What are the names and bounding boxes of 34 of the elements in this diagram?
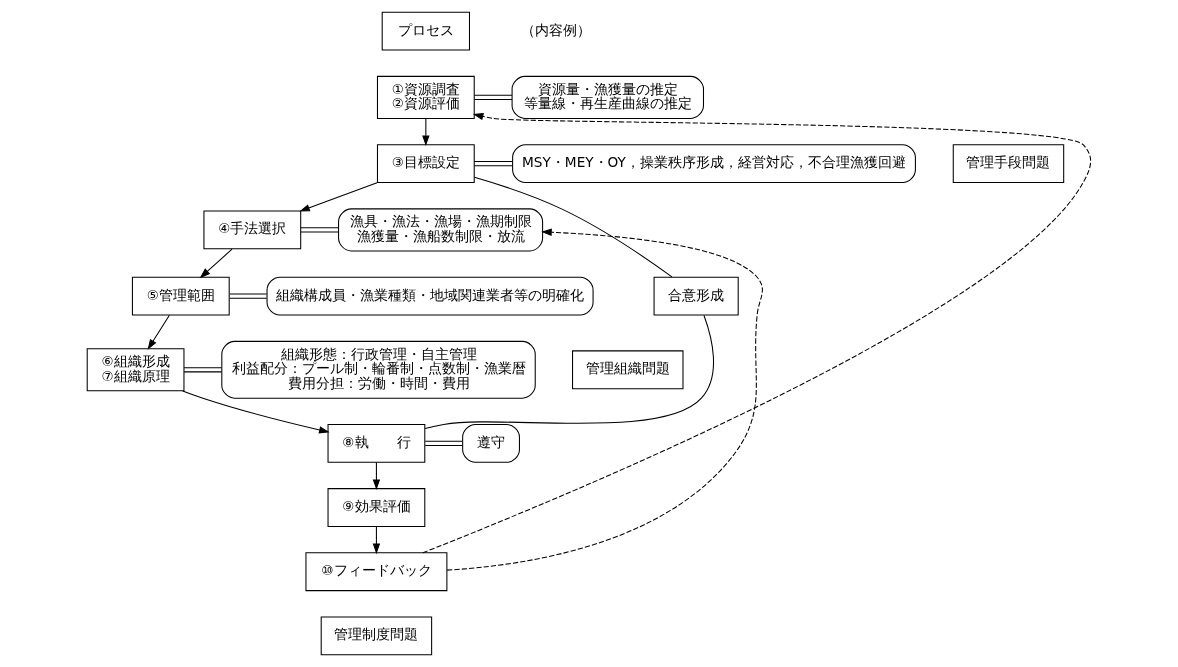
node-box: ⑩フィードバック	[305, 552, 448, 592]
node-box: ④手法選択	[203, 210, 302, 250]
node-box: 管理手段問題	[952, 144, 1065, 184]
node-box: ⑧執 行	[327, 423, 426, 463]
connector	[473, 161, 513, 167]
node-box: 漁具・漁法・漁場・漁期制限 漁獲量・漁船数制限・放流	[338, 208, 544, 252]
connector	[473, 176, 673, 278]
node-box: ①資源調査 ②資源評価	[376, 75, 475, 119]
node-box: MSY・MEY・OY，操業秩序形成，経営対応，不合理漁獲回避	[512, 144, 916, 184]
node-box: 管理組織問題	[572, 350, 684, 390]
node-box: 資源量・漁獲量の推定 等量線・再生産曲線の推定	[511, 75, 704, 119]
node-box: ⑨効果評価	[327, 488, 426, 527]
arrow	[199, 248, 233, 279]
node-box: 組織構成員・漁業種類・地域関連業者等の明確化	[266, 276, 594, 316]
arrow	[299, 182, 378, 212]
node-box: 合意形成	[653, 276, 739, 316]
connector	[474, 94, 513, 101]
connector	[424, 440, 463, 447]
node-box: 管理制度問題	[320, 616, 433, 656]
label: （内容例）	[521, 21, 592, 38]
connector	[228, 293, 268, 299]
node-box: プロセス	[381, 11, 470, 51]
node-box: ⑤管理範囲	[131, 276, 230, 316]
arrow	[147, 314, 170, 350]
node-box: 遵守	[462, 423, 520, 463]
arrow	[372, 461, 381, 490]
arrow	[182, 390, 330, 434]
node-box: ⑥組織形成 ⑦組織原理	[86, 348, 185, 392]
arrow	[446, 228, 763, 571]
node-box: 組織形態：行政管理・自主管理 利益配分：プール制・輪番制・点数制・漁業暦 費用分担：労働・時間・費用	[221, 340, 536, 399]
node-box: ③目標設定	[376, 144, 475, 184]
connector	[300, 227, 340, 233]
connector	[183, 367, 223, 373]
connector	[424, 314, 715, 429]
